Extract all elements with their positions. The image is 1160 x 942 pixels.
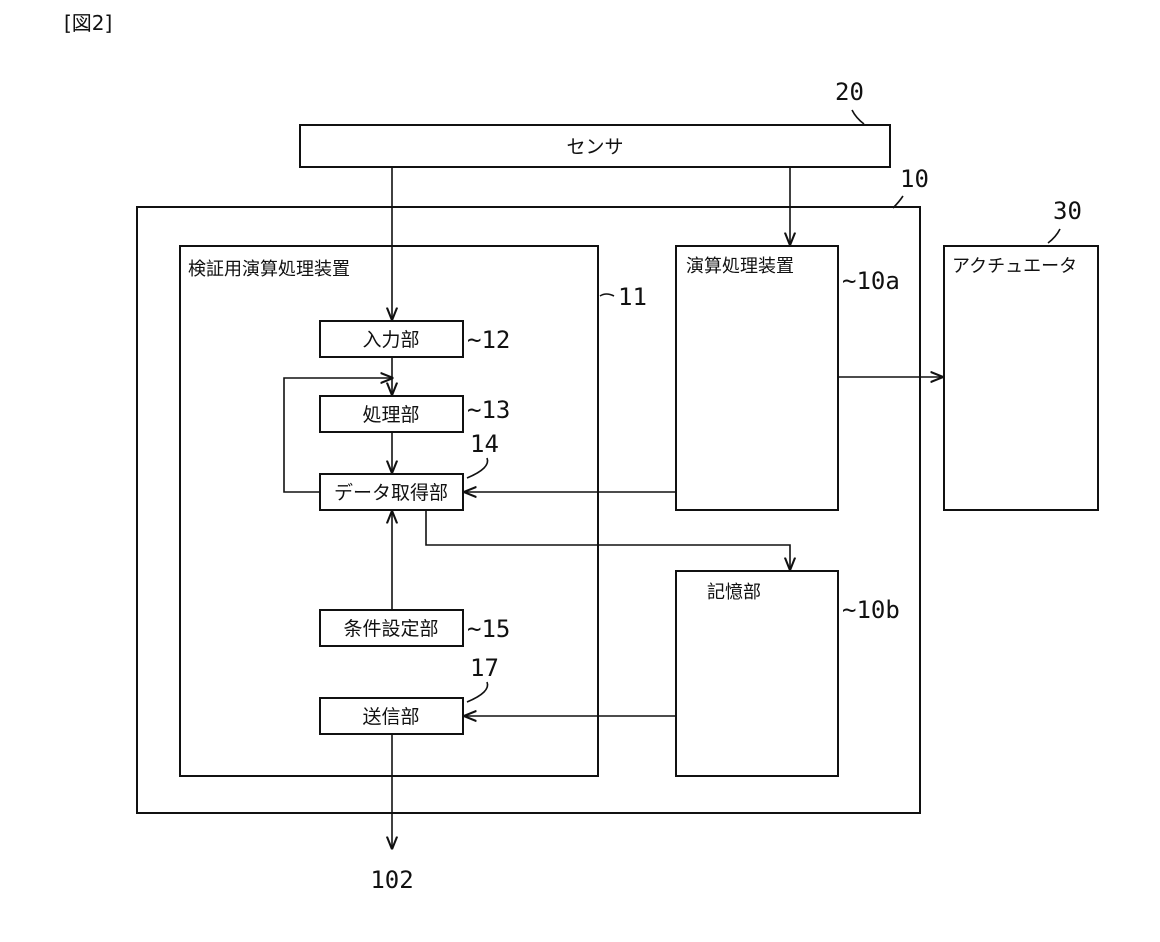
storage-label: 記憶部 (707, 582, 761, 603)
arith-unit-label: 演算処理装置 (686, 256, 794, 277)
actuator-label: アクチュエータ (952, 256, 1077, 277)
actuator-ref-leader (1048, 229, 1060, 243)
output-ref: 102 (370, 866, 413, 894)
sensor-ref-leader (852, 110, 864, 124)
condition-block-label: 条件設定部 (343, 618, 438, 640)
verify-unit-ref: 11 (618, 283, 647, 311)
sensor-ref: 20 (835, 78, 864, 106)
figure-label: [図2] (64, 11, 112, 35)
data-acq-block-label: データ取得部 (334, 482, 448, 504)
transmit-block-ref: 17 (470, 654, 499, 682)
process-block-label: 処理部 (362, 404, 419, 426)
input-block-label: 入力部 (362, 329, 419, 351)
arith-unit-ref: ~10a (842, 267, 900, 295)
condition-block-ref: ~15 (467, 615, 510, 643)
sensor-label: センサ (566, 136, 623, 158)
actuator-ref: 30 (1053, 197, 1082, 225)
main-device-ref: 10 (900, 165, 929, 193)
process-block-ref: ~13 (467, 396, 510, 424)
transmit-block-label: 送信部 (362, 706, 419, 728)
data-acq-block-ref: 14 (470, 430, 499, 458)
arith-unit-box (676, 246, 838, 510)
actuator-box (944, 246, 1098, 510)
verify-unit-title: 検証用演算処理装置 (188, 259, 350, 280)
input-block-ref: ~12 (467, 326, 510, 354)
storage-ref: ~10b (842, 596, 900, 624)
